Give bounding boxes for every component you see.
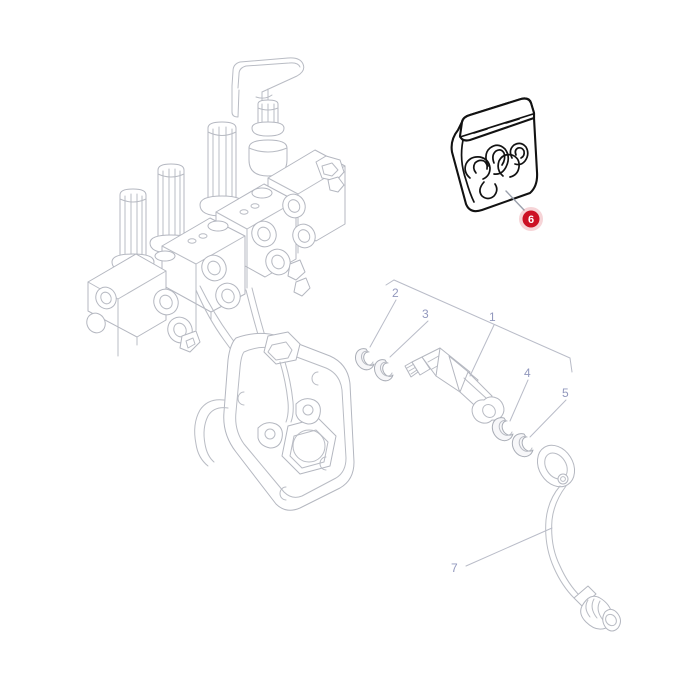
leader-line-7 bbox=[465, 527, 553, 567]
seal-ring-rear bbox=[491, 417, 514, 442]
relief-valve-cartridge bbox=[404, 347, 505, 424]
leader-line-6 bbox=[505, 190, 525, 211]
bracket-bolt-tabs bbox=[257, 398, 321, 449]
hex-fitting-right bbox=[315, 155, 345, 193]
bracket-bolt-holes bbox=[237, 371, 327, 501]
hydraulic-valve-bank bbox=[86, 57, 346, 383]
backup-washer-outer bbox=[355, 348, 375, 371]
callout-4: 4 bbox=[524, 366, 531, 380]
lever-post bbox=[251, 99, 285, 137]
callout-7: 7 bbox=[451, 561, 458, 575]
bracket-hex-upper bbox=[263, 331, 301, 365]
callout-2: 2 bbox=[392, 286, 399, 300]
callout-3: 3 bbox=[422, 307, 429, 321]
mounting-bracket-plate bbox=[194, 331, 355, 511]
seal-kit-rings bbox=[464, 142, 529, 200]
lower-fittings bbox=[117, 259, 311, 357]
leader-line-3 bbox=[389, 320, 429, 358]
callout-6: 6 bbox=[528, 214, 534, 226]
callout-5: 5 bbox=[562, 386, 569, 400]
leader-line-2 bbox=[369, 299, 397, 348]
bracket-hex-lower bbox=[281, 417, 337, 475]
callout-1: 1 bbox=[489, 310, 496, 324]
coil-connector bbox=[573, 585, 621, 632]
backup-washer-inner bbox=[374, 359, 394, 382]
leader-line-4 bbox=[509, 379, 529, 422]
seal-ring-end bbox=[511, 433, 534, 458]
valve-top-bosses bbox=[154, 187, 273, 262]
control-lever bbox=[231, 57, 305, 118]
exploded-cartridge-group bbox=[355, 347, 534, 458]
callout-badge-6: 6 bbox=[519, 207, 543, 231]
valve-port-cap bbox=[248, 139, 288, 177]
valve-port-bosses bbox=[86, 193, 316, 344]
solenoid-coil-with-connector bbox=[536, 444, 621, 632]
leader-line-5 bbox=[529, 399, 567, 438]
leader-line-1 bbox=[469, 324, 495, 377]
group-bracket bbox=[385, 279, 573, 373]
badge-circle-6 bbox=[522, 210, 540, 228]
